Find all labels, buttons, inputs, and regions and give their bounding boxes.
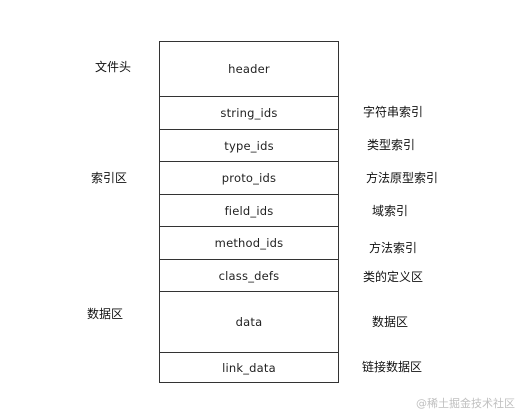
section-data: data (160, 291, 338, 352)
desc-type-ids: 类型索引 (367, 138, 416, 152)
section-link-data: link_data (160, 352, 338, 382)
section-method-ids: method_ids (160, 226, 338, 259)
desc-string-ids: 字符串索引 (363, 105, 424, 119)
section-class-defs: class_defs (160, 259, 338, 291)
desc-field-ids: 域索引 (372, 204, 409, 218)
section-header: header (228, 62, 270, 76)
watermark: @稀土掘金技术社区 (416, 397, 515, 410)
region-label-index: 索引区 (91, 171, 128, 185)
region-label-data: 数据区 (87, 307, 124, 321)
section-type-ids: type_ids (160, 129, 338, 161)
section-proto-ids: proto_ids (160, 161, 338, 194)
section-string-ids: string_ids (160, 96, 338, 129)
desc-method-ids: 方法索引 (369, 241, 418, 255)
section-field-ids: field_ids (160, 194, 338, 226)
desc-proto-ids: 方法原型索引 (366, 171, 439, 185)
desc-class-defs: 类的定义区 (363, 270, 424, 284)
region-label-file-header: 文件头 (95, 60, 132, 74)
desc-data: 数据区 (372, 315, 409, 329)
dex-structure-box: header string_ids type_ids proto_ids fie… (159, 41, 339, 383)
desc-link-data: 链接数据区 (362, 360, 423, 374)
